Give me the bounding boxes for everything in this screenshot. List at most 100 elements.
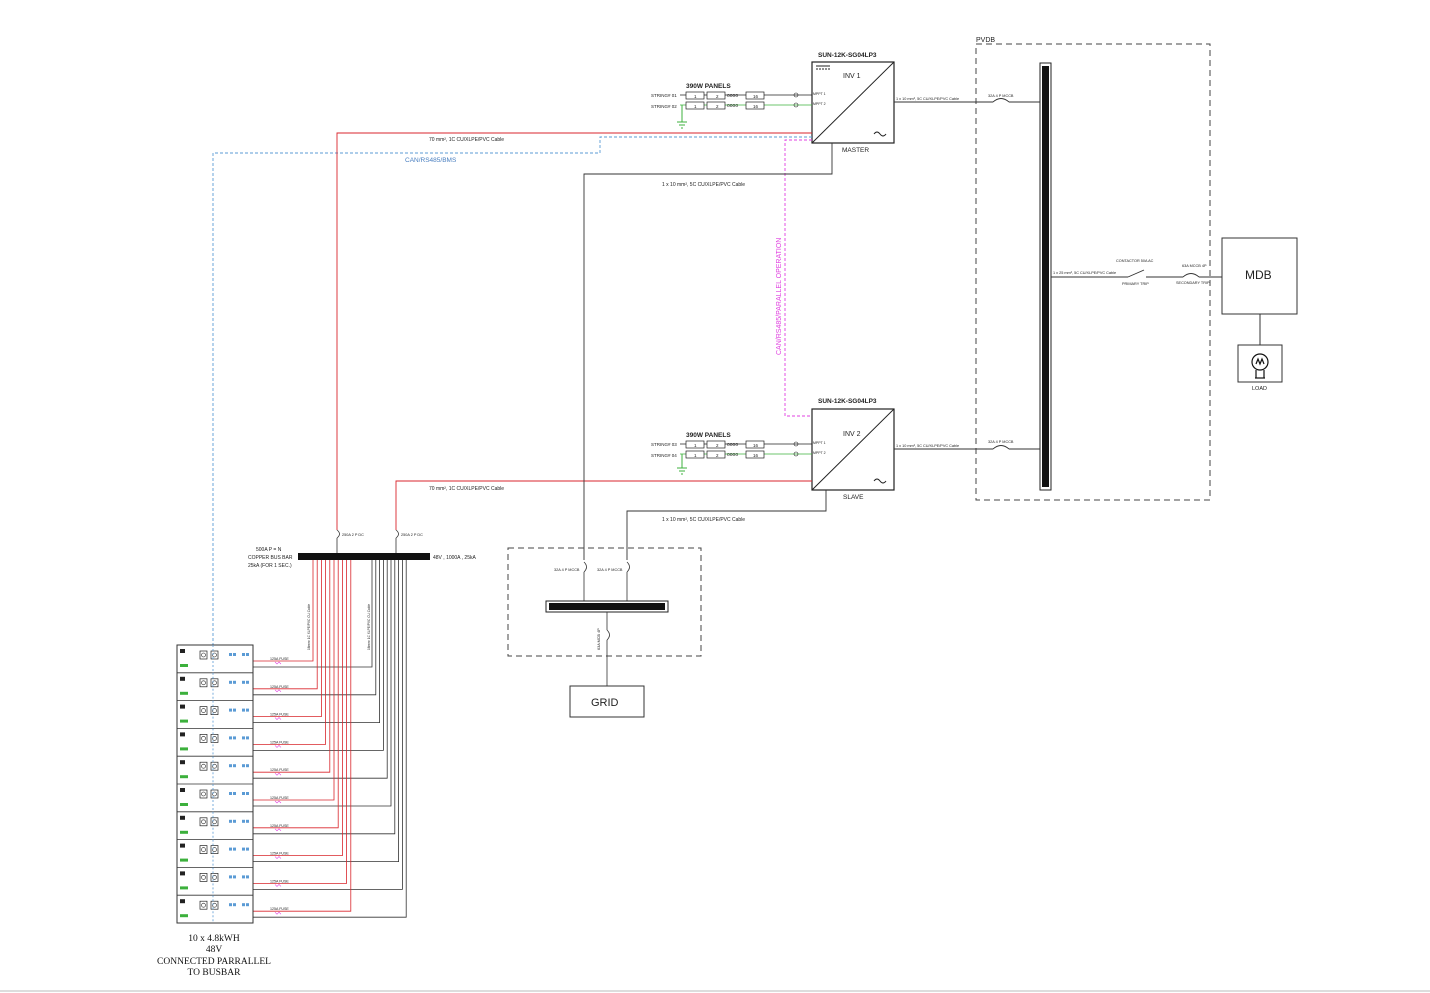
grid-label: GRID (591, 697, 619, 709)
battery-module (177, 839, 253, 868)
contactor-label: CONTACTOR 50A AC (1116, 259, 1154, 263)
battery-module (177, 783, 253, 812)
string-02: STRING# 02 (651, 104, 677, 109)
battery-fuse-symbol (274, 744, 282, 748)
grid-mccb-2: 32A 4 P MCCB (597, 568, 623, 572)
battery-positive-link (253, 560, 343, 856)
svg-text:2: 2 (716, 104, 719, 109)
battery-dc-cables (336, 132, 812, 530)
battery-module (177, 811, 253, 840)
pvdb-panel: PVDB (975, 37, 1211, 501)
battery-negative-link (253, 560, 381, 723)
battery-positive-link (253, 560, 322, 717)
battery-module (177, 867, 253, 896)
load-label: LOAD (1252, 386, 1267, 392)
bms-comm-label: CAN/RS485/BMS (405, 157, 457, 164)
lightbulb-icon (1251, 353, 1269, 379)
battery-module (180, 645, 249, 673)
svg-text:1: 1 (694, 443, 697, 448)
pvdb-mccb-2: 32A 4 P MCCB (988, 440, 1014, 444)
battery-fuse-symbol (274, 717, 282, 721)
svg-text:oooo: oooo (727, 103, 738, 109)
battery-module (177, 672, 253, 701)
pv-string-row-4: 1 2 oooo 16 MPPT 2 (680, 450, 826, 459)
battery-bank (176, 644, 254, 924)
svg-text:MPPT 2: MPPT 2 (813, 102, 826, 106)
battery-module (177, 894, 253, 923)
bms-comm-link (212, 136, 812, 645)
svg-text:16: 16 (753, 94, 759, 99)
pvdb-mccb-1: 32A 4 P MCCB (988, 94, 1014, 98)
pv-bottom-title: 390W PANELS (686, 432, 731, 439)
busbar-label-1: 500A P = N (256, 547, 282, 553)
grid-cable-1: 1 x 10 mm², 5C CU/XLPE/PVC Cable (662, 182, 745, 188)
svg-text:1: 1 (694, 104, 697, 109)
svg-text:MPPT 1: MPPT 1 (813, 92, 826, 96)
battery-fuse-label: 125A FUSE (270, 713, 289, 717)
battery-positive-link (253, 560, 314, 662)
busbar-fuses (336, 529, 399, 554)
inv2-name: INV 2 (843, 431, 861, 438)
svg-text:16: 16 (753, 104, 759, 109)
inv2-out-cable: 1 x 10 mm², 5C CU/XLPE/PVC Cable (896, 444, 959, 448)
battery-fuse-label: 125A FUSE (270, 657, 289, 661)
inv1-out-cable: 1 x 10 mm², 5C CU/XLPE/PVC Cable (896, 97, 959, 101)
svg-text:16: 16 (753, 453, 759, 458)
string-04: STRING# 04 (651, 453, 677, 458)
inv2-model: SUN-12K-SG04LP3 (818, 398, 877, 405)
battery-fuse-label: 125A FUSE (270, 768, 289, 772)
battery-fuse-symbol (274, 800, 282, 804)
battery-fuse-label: 125A FUSE (270, 740, 289, 744)
battery-fuse-symbol (274, 883, 282, 887)
busbar-rating: 48V , 1000A , 25kA (433, 555, 476, 561)
battery-fuse-label: 125A FUSE (270, 685, 289, 689)
grid-db (507, 547, 702, 686)
battery-positive-link (253, 560, 318, 690)
battery-negative-link (253, 560, 392, 807)
grid-busbar (549, 603, 665, 610)
battery-positive-link (253, 560, 331, 773)
earth-symbol-bottom (677, 454, 687, 475)
battery-fuse-label: 125A FUSE (270, 796, 289, 800)
svg-text:oooo: oooo (727, 93, 738, 99)
battery-fuse-symbol (274, 661, 282, 665)
svg-text:1: 1 (694, 453, 697, 458)
svg-text:1: 1 (694, 94, 697, 99)
battery-negative-link (253, 560, 377, 696)
pvdb-to-mdb (1051, 269, 1222, 278)
pv-array-bottom: 390W PANELS STRING# 03 STRING# 04 1 2 oo… (651, 432, 826, 475)
pv-string-row-3: 1 2 oooo 16 MPPT 1 (680, 440, 826, 449)
inv1-role: MASTER (842, 147, 869, 154)
battery-link-cables: 125A FUSE 125A FUSE 125A FUSE 125A FUSE 125A… (253, 560, 407, 918)
grid-cable-2: 1 x 10 mm², 5C CU/XLPE/PVC Cable (662, 517, 745, 523)
battery-positive-link (253, 560, 352, 912)
battery-fuse-symbol (274, 689, 282, 693)
battery-caption-3: CONNECTED PARRALLEL (157, 957, 271, 967)
pv-string-row-2: 1 2 oooo 16 MPPT 2 (680, 101, 826, 110)
battery-fuse-symbol (274, 828, 282, 832)
battery-negative-link (253, 560, 384, 751)
inverter-2: SUN-12K-SG04LP3 INV 2 SLAVE (811, 398, 895, 501)
battery-fuse-label: 125A FUSE (270, 852, 289, 856)
svg-text:2: 2 (716, 94, 719, 99)
grid-box: GRID (569, 685, 645, 718)
battery-cable-1: 70 mm², 1C CU/XLPE/PVC Cable (429, 137, 504, 143)
battery-fuse-symbol (274, 856, 282, 860)
string-03: STRING# 03 (651, 442, 677, 447)
battery-caption-4: TO BUSBAR (188, 968, 242, 978)
battery-module (177, 700, 253, 729)
battery-module (177, 755, 253, 784)
pvdb-mdb-cable: 1 x 25 mm², 5C CU/XLPE/PVC Cable (1053, 271, 1116, 275)
svg-text:16: 16 (753, 443, 759, 448)
battery-module (177, 728, 253, 757)
battery-negative-link (253, 560, 396, 835)
pv-array-top: 390W PANELS STRING# 01 STRING# 02 1 2 oo… (651, 83, 826, 129)
mdb-box: MDB (1221, 237, 1298, 345)
battery-negative-link (253, 560, 388, 779)
svg-text:MPPT 2: MPPT 2 (813, 451, 826, 455)
mdb-label: MDB (1245, 268, 1272, 282)
inv1-name: INV 1 (843, 73, 861, 80)
black-link-cable: 16mm² 1C XLPE/PVC CU Cable (367, 604, 371, 650)
battery-positive-link (253, 560, 327, 745)
